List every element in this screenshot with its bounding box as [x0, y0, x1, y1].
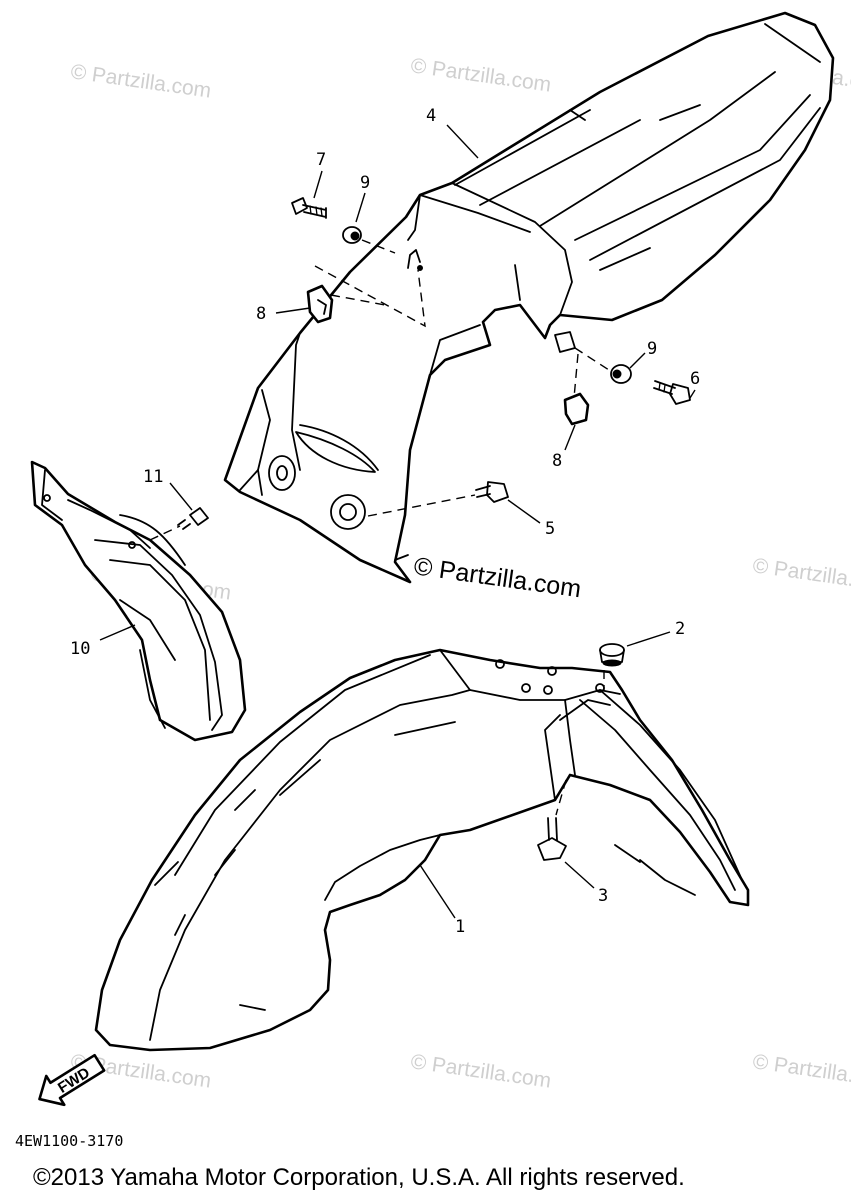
watermark: © Partzilla.com	[409, 1050, 552, 1092]
watermark: © Partzilla.com	[751, 1050, 851, 1092]
bolt-3	[537, 817, 567, 861]
front-fender	[94, 648, 750, 1052]
screw-11	[177, 507, 209, 530]
callout-7: 7	[316, 150, 326, 170]
callout-10: 10	[70, 639, 90, 659]
callouts: 4 7 9 8 9 6 8 5 11 10 2 3 1	[70, 106, 700, 937]
callout-5: 5	[545, 519, 555, 539]
nut-9-right	[610, 364, 632, 384]
callout-2: 2	[675, 619, 685, 639]
bolt-6	[653, 380, 691, 405]
callout-11: 11	[143, 467, 163, 487]
rear-fender	[223, 11, 835, 584]
leader-lines	[99, 124, 696, 919]
callout-8-upper: 8	[256, 304, 266, 324]
watermark: © Partzilla.com	[751, 554, 851, 596]
drawing-code: 4EW1100-3170	[15, 1132, 123, 1150]
watermark: © Partzilla.com	[69, 60, 212, 102]
watermark: © Partzilla.com	[409, 54, 552, 96]
clip-8-lower	[563, 392, 590, 426]
clip-8-upper	[306, 284, 334, 324]
nut-9-left	[342, 226, 362, 244]
assembly-line-3	[555, 779, 567, 816]
callout-6: 6	[690, 369, 700, 389]
callout-1: 1	[455, 917, 465, 937]
bolt-7	[291, 197, 327, 219]
nut-2	[599, 643, 625, 667]
assembly-line-11	[149, 525, 181, 541]
fork-guard	[30, 460, 247, 742]
callout-9-right: 9	[647, 339, 657, 359]
callout-4: 4	[426, 106, 436, 126]
fwd-arrow: FWD	[38, 1053, 106, 1107]
callout-3: 3	[598, 886, 608, 906]
copyright-text: ©2013 Yamaha Motor Corporation, U.S.A. A…	[33, 1164, 685, 1191]
bolt-5	[475, 481, 509, 503]
callout-8-lower: 8	[552, 451, 562, 471]
callout-9-left: 9	[360, 173, 370, 193]
assembly-lines-rear	[314, 239, 613, 517]
watermark-main: © Partzilla.com	[412, 552, 583, 603]
